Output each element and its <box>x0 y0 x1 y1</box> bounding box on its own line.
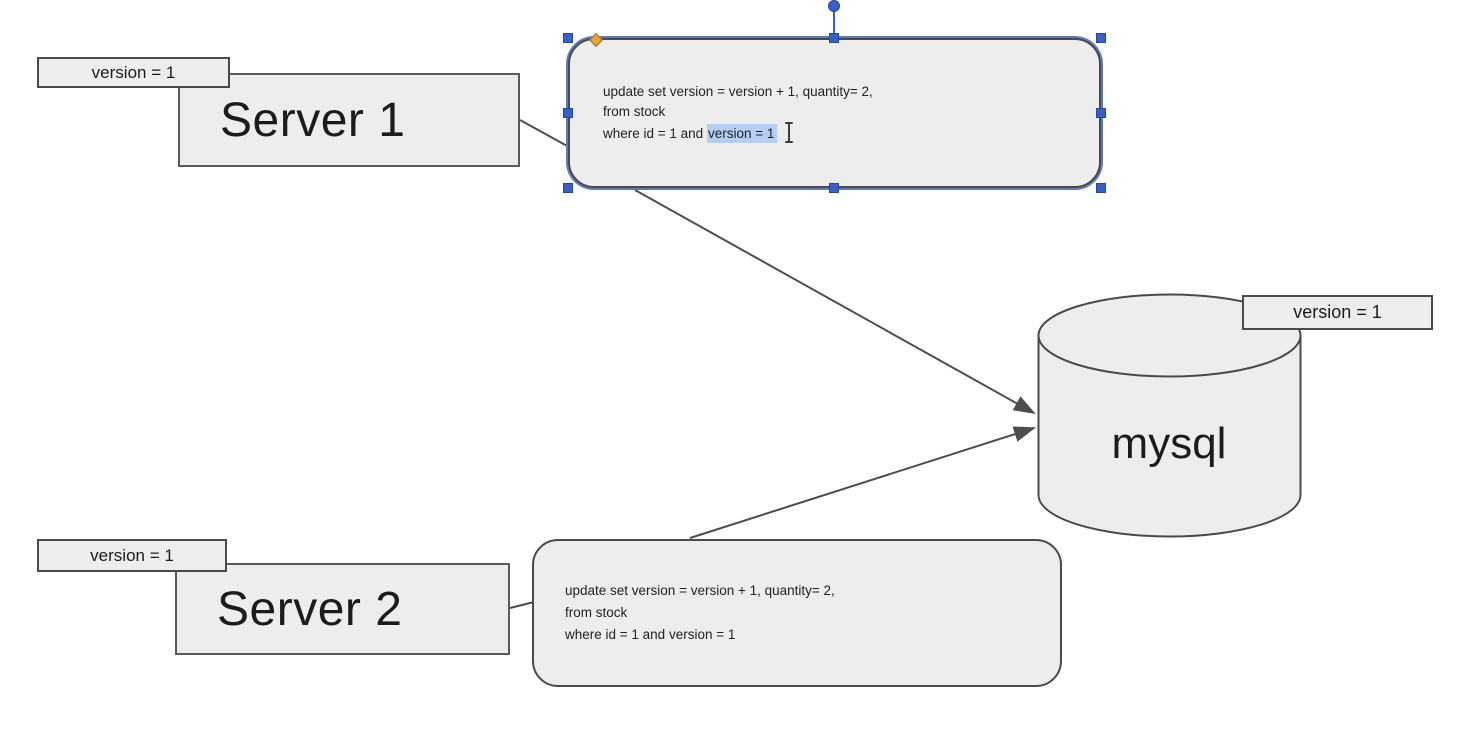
cylinder-body <box>1037 335 1302 538</box>
query1-line1: update set version = version + 1, quanti… <box>603 84 873 99</box>
server2-version-text: version = 1 <box>90 545 174 565</box>
server2-version-tag[interactable]: version = 1 <box>37 539 227 572</box>
resize-handle-top-middle[interactable] <box>829 33 839 43</box>
resize-handle-bottom-right[interactable] <box>1096 183 1106 193</box>
rotation-handle[interactable] <box>828 0 840 12</box>
server1-box[interactable]: Server 1 <box>178 73 520 167</box>
cylinder-top <box>1037 293 1302 378</box>
mysql-label: mysql <box>1112 419 1227 468</box>
query1-line3-prefix: where id = 1 and <box>603 126 707 141</box>
selection-overlay <box>563 0 1106 193</box>
arrow-query1-to-mysql[interactable] <box>634 189 1036 414</box>
server1-version-tag[interactable]: version = 1 <box>37 57 230 88</box>
resize-handle-middle-right[interactable] <box>1096 108 1106 118</box>
query1-line3-selected-text: version = 1 <box>706 124 778 143</box>
query2-line1: update set version = version + 1, quanti… <box>565 583 835 598</box>
arrow-query2-to-mysql[interactable] <box>689 426 1036 539</box>
connector-server1-to-query1[interactable] <box>519 119 570 148</box>
resize-handle-bottom-middle[interactable] <box>829 183 839 193</box>
server2-label: Server 2 <box>217 582 403 636</box>
resize-handle-bottom-left[interactable] <box>563 183 573 193</box>
query1-line3: where id = 1 and version = 1 <box>603 122 1081 144</box>
text-cursor-ibeam <box>784 122 794 143</box>
resize-handle-top-left[interactable] <box>563 33 573 43</box>
server1-version-text: version = 1 <box>91 62 176 82</box>
query2-box[interactable]: update set version = version + 1, quanti… <box>532 539 1062 687</box>
rotation-handle-stem <box>833 11 835 34</box>
resize-handle-top-right[interactable] <box>1096 33 1106 43</box>
mysql-version-text: version = 1 <box>1293 302 1382 322</box>
query1-line2: from stock <box>603 104 666 119</box>
mysql-database-cylinder[interactable]: mysql <box>1037 293 1302 538</box>
mysql-version-tag[interactable]: version = 1 <box>1242 295 1433 330</box>
server2-box[interactable]: Server 2 <box>175 563 510 655</box>
resize-handle-middle-left[interactable] <box>563 108 573 118</box>
server1-label: Server 1 <box>220 93 406 147</box>
connector-server2-to-query2[interactable] <box>509 601 535 609</box>
query2-line3: where id = 1 and version = 1 <box>565 627 736 642</box>
query2-line2: from stock <box>565 605 628 620</box>
query1-box-selected[interactable]: update set version = version + 1, quanti… <box>568 38 1101 188</box>
